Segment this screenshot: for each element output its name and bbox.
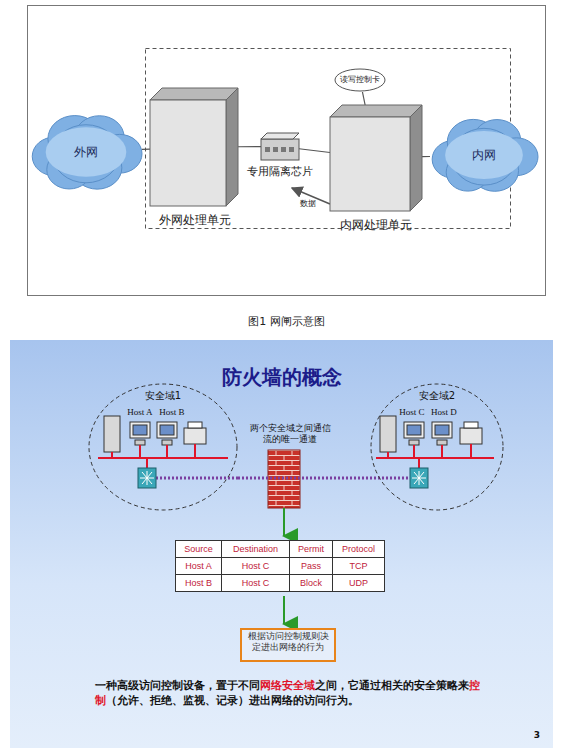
- node-server: 外网处理单元: [140, 88, 250, 233]
- host-label: Host B: [156, 407, 188, 418]
- connector: [238, 146, 261, 147]
- server-outline: [150, 88, 238, 206]
- table-cell: Block: [289, 575, 332, 592]
- table-cell: Host C: [222, 575, 290, 592]
- body-text: 之间，它通过相关的安全策略来: [315, 679, 469, 691]
- cell-text: Destination: [233, 544, 278, 554]
- table-cell: Pass: [289, 558, 332, 575]
- node-orange: 根据访问控制规则决定进出网络的行为: [240, 628, 336, 662]
- table-cell: Destination: [222, 541, 290, 558]
- arrow-label: 数据: [296, 199, 320, 209]
- connector: [362, 92, 365, 105]
- host-label: Host C: [396, 407, 428, 418]
- domain-heading: 安全域1: [88, 389, 238, 403]
- server-shape: [330, 105, 422, 211]
- node-circle: 读写控制卡: [334, 68, 386, 92]
- table-cell: UDP: [332, 575, 384, 592]
- table-cell: Host B: [176, 575, 222, 592]
- cell-text: Source: [184, 544, 213, 554]
- connector: [142, 148, 150, 150]
- cell-text: Pass: [301, 561, 321, 571]
- cell-text: Host B: [185, 578, 212, 588]
- rule-note: 根据访问控制规则决定进出网络的行为: [244, 631, 332, 654]
- cell-text: TCP: [349, 561, 367, 571]
- node-cloud: 外网: [30, 108, 142, 196]
- circle-label: 读写控制卡: [334, 74, 386, 85]
- node-ellipse: 安全域2: [370, 383, 504, 511]
- host-label: Host D: [428, 407, 460, 418]
- table-cell: Permit: [289, 541, 332, 558]
- server-shape: [150, 88, 238, 206]
- body-text: 一种高级访问控制设备，置于不同: [95, 679, 260, 691]
- connector: [422, 156, 430, 157]
- cloud-label: 外网: [30, 144, 142, 161]
- chip-label: 专用隔离芯片: [230, 164, 330, 179]
- page-number: 3: [530, 730, 544, 741]
- connector: [238, 477, 370, 480]
- cell-text: UDP: [349, 578, 368, 588]
- cell-text: Protocol: [342, 544, 375, 554]
- cell-text: Block: [300, 578, 322, 588]
- unit-label: 内网处理单元: [320, 217, 432, 234]
- cell-text: Permit: [298, 544, 324, 554]
- table-cell: Source: [176, 541, 222, 558]
- table-row: Host A Host C Pass TCP: [176, 558, 385, 575]
- server-outline: [330, 105, 422, 211]
- node-server: 内网处理单元: [320, 105, 432, 233]
- ellipse-outline: [88, 383, 238, 511]
- ellipse-outline: [370, 383, 504, 511]
- table-cell: Host C: [222, 558, 290, 575]
- domain-heading: 安全域2: [370, 389, 504, 403]
- definition-text: 一种高级访问控制设备，置于不同网络安全域之间，它通过相关的安全策略来控制（允许、…: [95, 678, 480, 708]
- unit-label: 外网处理单元: [140, 212, 250, 229]
- cell-text: Host A: [185, 561, 212, 571]
- chip-outline: [261, 133, 299, 160]
- firewall-note: 两个安全域之间通信流的唯一通道: [246, 423, 334, 445]
- body-text: （允许、拒绝、监视、记录）进出网络的访问行为。: [106, 694, 359, 706]
- node-chip: 专用隔离芯片: [240, 133, 320, 181]
- table-cell: Host A: [176, 558, 222, 575]
- slide-title: 防火墙的概念: [10, 364, 553, 391]
- figure-caption: 图1 网闸示意图: [0, 314, 573, 329]
- table-cell: Protocol: [332, 541, 384, 558]
- table-row: Source Destination Permit Protocol: [176, 541, 385, 558]
- ellipse-shape: [88, 383, 238, 511]
- connector: [299, 149, 330, 153]
- highlight-text: 网络安全域: [260, 679, 315, 691]
- table-cell: TCP: [332, 558, 384, 575]
- cloud-label: 内网: [430, 147, 538, 164]
- table-row: Host B Host C Block UDP: [176, 575, 385, 592]
- cell-text: Host C: [242, 578, 270, 588]
- chip-shape: [261, 133, 299, 160]
- rule-table: SourceDestinationPermitProtocolHost AHos…: [175, 540, 385, 592]
- node-ellipse: 安全域1: [88, 383, 238, 511]
- cell-text: Host C: [242, 561, 270, 571]
- ellipse-shape: [370, 383, 504, 511]
- host-label: Host A: [124, 407, 156, 418]
- node-cloud: 内网: [430, 112, 538, 198]
